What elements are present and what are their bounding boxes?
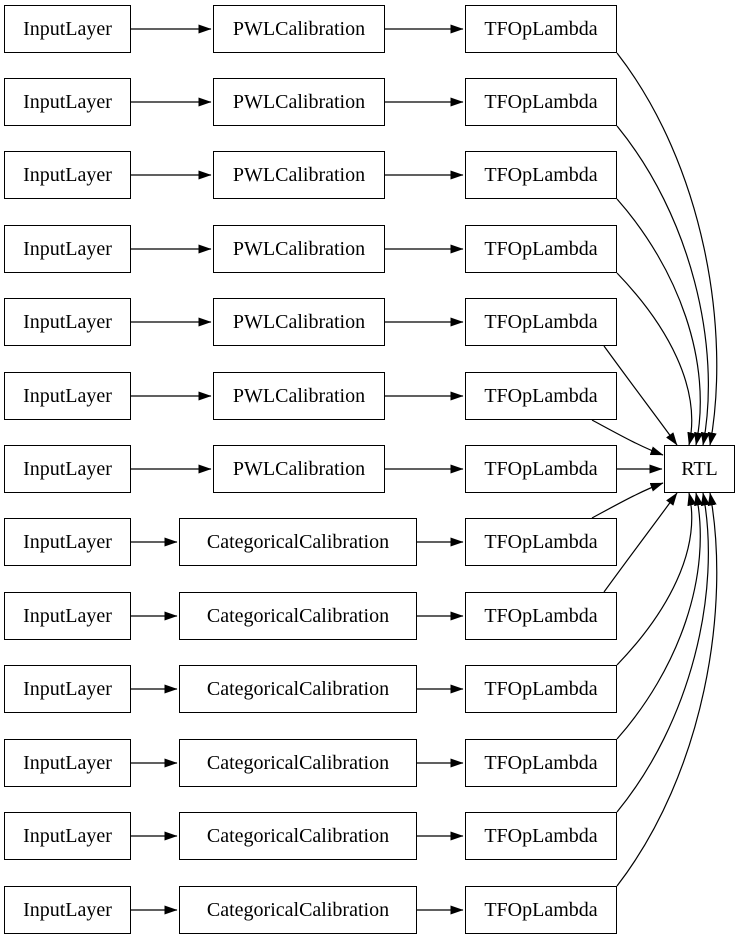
edge-arrow	[616, 125, 710, 446]
node-input-layer: InputLayer	[4, 372, 131, 420]
edge-arrow	[591, 419, 664, 456]
node-tfop-lambda: TFOpLambda	[465, 739, 617, 787]
node-pwl-calibration: PWLCalibration	[213, 5, 385, 53]
node-categorical-calibration: CategoricalCalibration	[179, 886, 417, 934]
node-input-layer: InputLayer	[4, 665, 131, 713]
node-categorical-calibration: CategoricalCalibration	[179, 592, 417, 640]
node-tfop-lambda: TFOpLambda	[465, 665, 617, 713]
edge-arrow	[616, 492, 718, 887]
node-categorical-calibration: CategoricalCalibration	[179, 518, 417, 566]
node-pwl-calibration: PWLCalibration	[213, 78, 385, 126]
node-input-layer: InputLayer	[4, 812, 131, 860]
node-tfop-lambda: TFOpLambda	[465, 518, 617, 566]
edge-arrow	[616, 492, 697, 666]
node-rtl: RTL	[664, 445, 735, 493]
node-tfop-lambda: TFOpLambda	[465, 151, 617, 199]
edge-arrow	[603, 345, 678, 446]
node-input-layer: InputLayer	[4, 5, 131, 53]
edge-arrow	[616, 492, 710, 813]
node-tfop-lambda: TFOpLambda	[465, 372, 617, 420]
node-tfop-lambda: TFOpLambda	[465, 445, 617, 493]
node-tfop-lambda: TFOpLambda	[465, 78, 617, 126]
edge-arrow	[616, 52, 718, 446]
node-input-layer: InputLayer	[4, 151, 131, 199]
node-pwl-calibration: PWLCalibration	[213, 445, 385, 493]
node-tfop-lambda: TFOpLambda	[465, 592, 617, 640]
edge-arrow	[616, 492, 703, 740]
node-tfop-lambda: TFOpLambda	[465, 5, 617, 53]
node-categorical-calibration: CategoricalCalibration	[179, 739, 417, 787]
node-tfop-lambda: TFOpLambda	[465, 812, 617, 860]
node-input-layer: InputLayer	[4, 886, 131, 934]
node-tfop-lambda: TFOpLambda	[465, 886, 617, 934]
node-pwl-calibration: PWLCalibration	[213, 372, 385, 420]
node-input-layer: InputLayer	[4, 445, 131, 493]
node-input-layer: InputLayer	[4, 592, 131, 640]
node-tfop-lambda: TFOpLambda	[465, 298, 617, 346]
edge-arrow	[603, 492, 678, 593]
node-categorical-calibration: CategoricalCalibration	[179, 812, 417, 860]
node-pwl-calibration: PWLCalibration	[213, 298, 385, 346]
node-input-layer: InputLayer	[4, 739, 131, 787]
node-pwl-calibration: PWLCalibration	[213, 225, 385, 273]
edge-arrow	[591, 482, 664, 519]
node-tfop-lambda: TFOpLambda	[465, 225, 617, 273]
node-input-layer: InputLayer	[4, 78, 131, 126]
node-input-layer: InputLayer	[4, 225, 131, 273]
node-pwl-calibration: PWLCalibration	[213, 151, 385, 199]
edge-arrow	[616, 198, 703, 446]
node-input-layer: InputLayer	[4, 298, 131, 346]
node-input-layer: InputLayer	[4, 518, 131, 566]
node-categorical-calibration: CategoricalCalibration	[179, 665, 417, 713]
edge-arrow	[616, 272, 697, 446]
